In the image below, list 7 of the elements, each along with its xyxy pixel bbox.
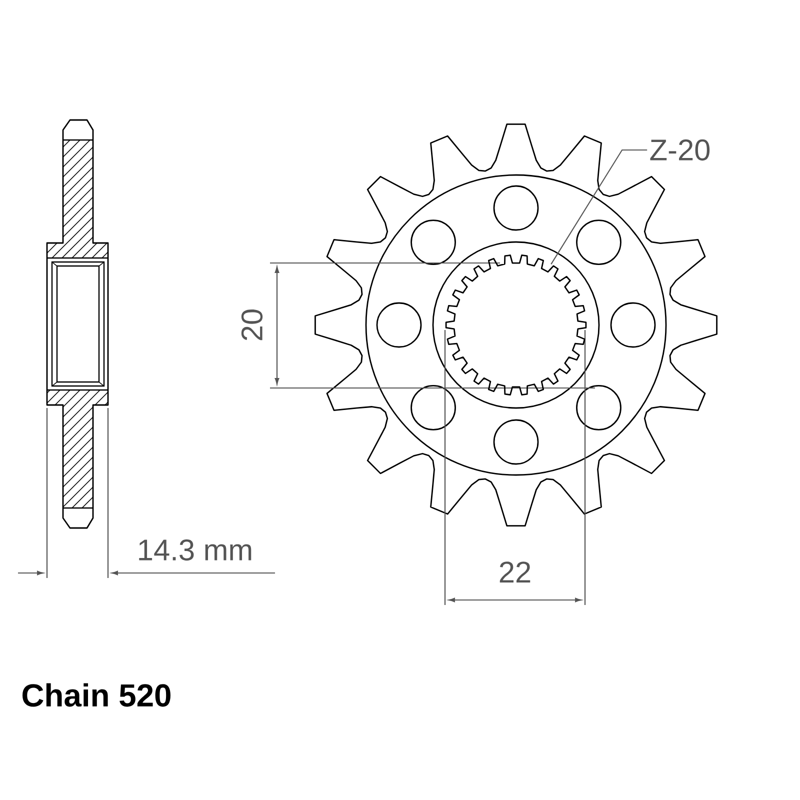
dimension-text: 22 [500,562,530,582]
spline-hole [445,254,587,396]
dimension-text: 14.3 mm [139,539,252,561]
dimension-text: 20 [241,310,263,340]
leader-line [550,149,648,264]
chain-size-label: Chain 520 [22,683,170,707]
callout-label: Z-20 [650,139,710,161]
